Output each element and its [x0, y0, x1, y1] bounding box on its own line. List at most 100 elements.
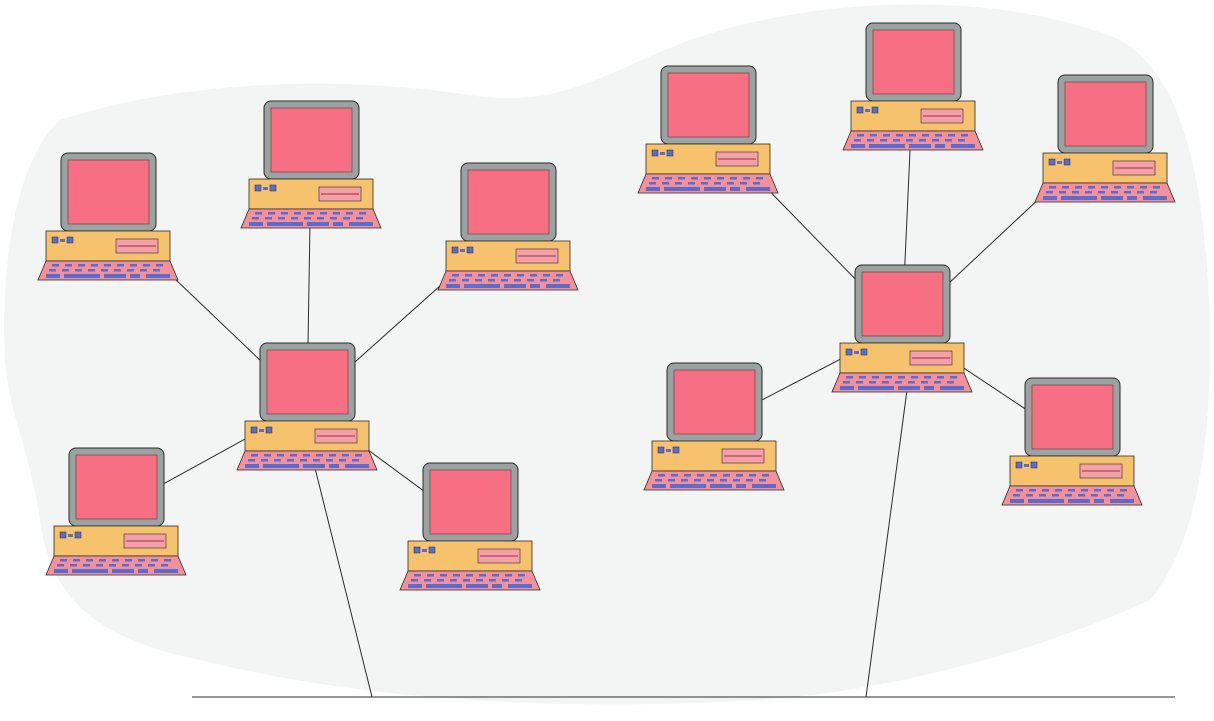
- key: [1140, 186, 1147, 189]
- computer-a2: [240, 100, 382, 229]
- led: [845, 348, 853, 356]
- key: [684, 474, 691, 477]
- key: [740, 182, 747, 185]
- key: [148, 564, 155, 567]
- key: [924, 376, 931, 379]
- screen: [75, 454, 158, 520]
- key: [479, 574, 486, 577]
- key: [300, 459, 307, 462]
- key: [355, 454, 362, 457]
- screen: [266, 349, 349, 415]
- key: [1104, 494, 1111, 497]
- key: [752, 484, 776, 488]
- led: [1015, 461, 1023, 469]
- key: [281, 212, 288, 215]
- key: [1010, 499, 1024, 503]
- led: [666, 449, 671, 452]
- key: [652, 177, 659, 180]
- key: [727, 182, 734, 185]
- key: [867, 139, 874, 142]
- key: [453, 574, 460, 577]
- key: [54, 569, 68, 573]
- led: [651, 149, 659, 157]
- key: [109, 564, 116, 567]
- key: [339, 459, 346, 462]
- key: [1143, 196, 1167, 200]
- key: [156, 264, 163, 267]
- key: [138, 559, 145, 562]
- key: [46, 274, 60, 278]
- key: [161, 564, 168, 567]
- key: [251, 454, 258, 457]
- key: [553, 279, 560, 282]
- key: [1085, 191, 1092, 194]
- key: [440, 574, 447, 577]
- key: [898, 386, 920, 390]
- key: [948, 134, 955, 137]
- computer-a4: [45, 447, 187, 576]
- led: [428, 546, 436, 554]
- key: [78, 264, 85, 267]
- key: [333, 222, 343, 226]
- key: [452, 274, 459, 277]
- key: [851, 144, 865, 148]
- key: [723, 474, 730, 477]
- key: [896, 134, 903, 137]
- key: [466, 584, 488, 588]
- key: [756, 177, 763, 180]
- key: [736, 474, 743, 477]
- key: [125, 559, 132, 562]
- key: [675, 182, 682, 185]
- key: [1111, 191, 1118, 194]
- key: [504, 284, 526, 288]
- computer-a3: [437, 162, 579, 291]
- key: [304, 217, 311, 220]
- key: [882, 381, 889, 384]
- led: [60, 239, 65, 242]
- key: [934, 381, 941, 384]
- key: [333, 212, 340, 215]
- key: [898, 376, 905, 379]
- key: [249, 222, 263, 226]
- key: [1114, 186, 1121, 189]
- key: [1068, 489, 1075, 492]
- key: [414, 574, 421, 577]
- key: [710, 484, 732, 488]
- key: [556, 274, 563, 277]
- key: [906, 139, 913, 142]
- key: [1088, 186, 1095, 189]
- key: [504, 274, 511, 277]
- key: [359, 212, 366, 215]
- led: [51, 236, 59, 244]
- key: [492, 574, 499, 577]
- led: [856, 106, 864, 114]
- key: [872, 376, 879, 379]
- key: [1094, 489, 1101, 492]
- key: [668, 479, 675, 482]
- key: [73, 559, 80, 562]
- key: [704, 177, 711, 180]
- key: [697, 474, 704, 477]
- screen: [467, 169, 550, 235]
- key: [330, 217, 337, 220]
- key: [670, 484, 706, 488]
- key: [932, 139, 939, 142]
- key: [662, 182, 669, 185]
- led: [1057, 161, 1062, 164]
- key: [127, 269, 134, 272]
- key: [96, 564, 103, 567]
- key: [329, 454, 336, 457]
- key: [86, 559, 93, 562]
- key: [658, 474, 665, 477]
- key: [449, 279, 456, 282]
- key: [475, 279, 482, 282]
- key: [736, 484, 746, 488]
- key: [691, 177, 698, 180]
- key: [1127, 196, 1137, 200]
- screen: [67, 159, 150, 225]
- key: [143, 264, 150, 267]
- key: [307, 212, 314, 215]
- computer-b-hub: [831, 264, 973, 393]
- led: [451, 246, 459, 254]
- key: [1094, 499, 1104, 503]
